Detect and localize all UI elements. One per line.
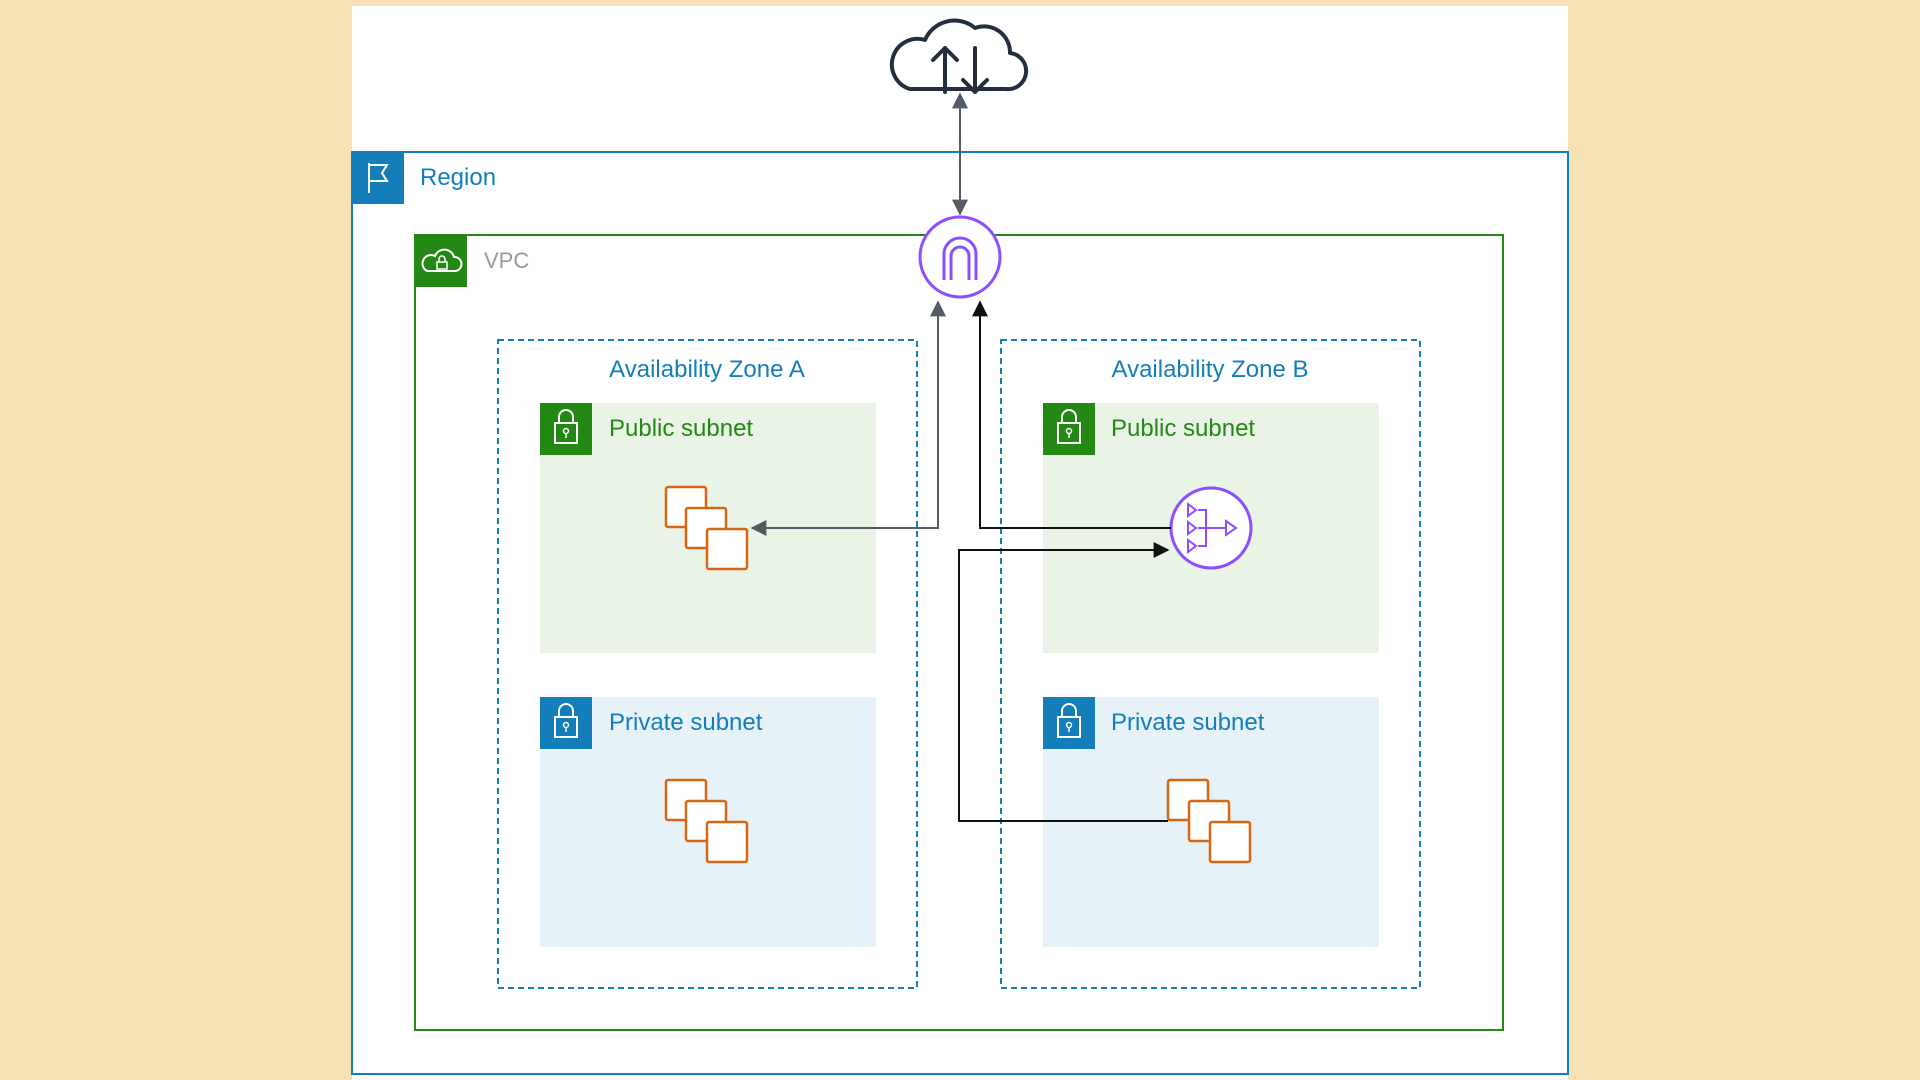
ec2-instances-icon <box>1166 778 1252 864</box>
private-subnet-a: Private subnet <box>540 697 876 947</box>
connector-igw-public-instances-a <box>750 300 946 536</box>
internet-gateway-icon <box>918 215 1002 299</box>
availability-zone-b: Availability Zone B Public subnet <box>1000 339 1421 989</box>
padlock-icon <box>1043 403 1095 455</box>
private-subnet-a-label: Private subnet <box>609 709 763 736</box>
connector-private-instances-b-nat <box>958 542 1170 822</box>
vpc-label: VPC <box>484 248 529 273</box>
private-subnet-b-label: Private subnet <box>1111 709 1265 736</box>
padlock-icon <box>540 403 592 455</box>
zone-b-label: Availability Zone B <box>1112 356 1309 383</box>
ec2-instances-icon <box>664 778 749 864</box>
padlock-icon <box>1043 697 1095 749</box>
ec2-instances-icon <box>664 485 749 571</box>
region-label: Region <box>420 164 496 191</box>
connector-nat-igw <box>972 300 1171 529</box>
padlock-icon <box>540 697 592 749</box>
zone-a-label: Availability Zone A <box>609 356 805 383</box>
connectors <box>750 92 1171 822</box>
public-subnet-a-label: Public subnet <box>609 415 753 442</box>
flag-icon <box>352 152 404 204</box>
cloud-upload-download-icon <box>889 18 1029 94</box>
nat-gateway-icon <box>1169 486 1253 570</box>
cloud-lock-icon <box>415 235 467 287</box>
public-subnet-b-label: Public subnet <box>1111 415 1255 442</box>
